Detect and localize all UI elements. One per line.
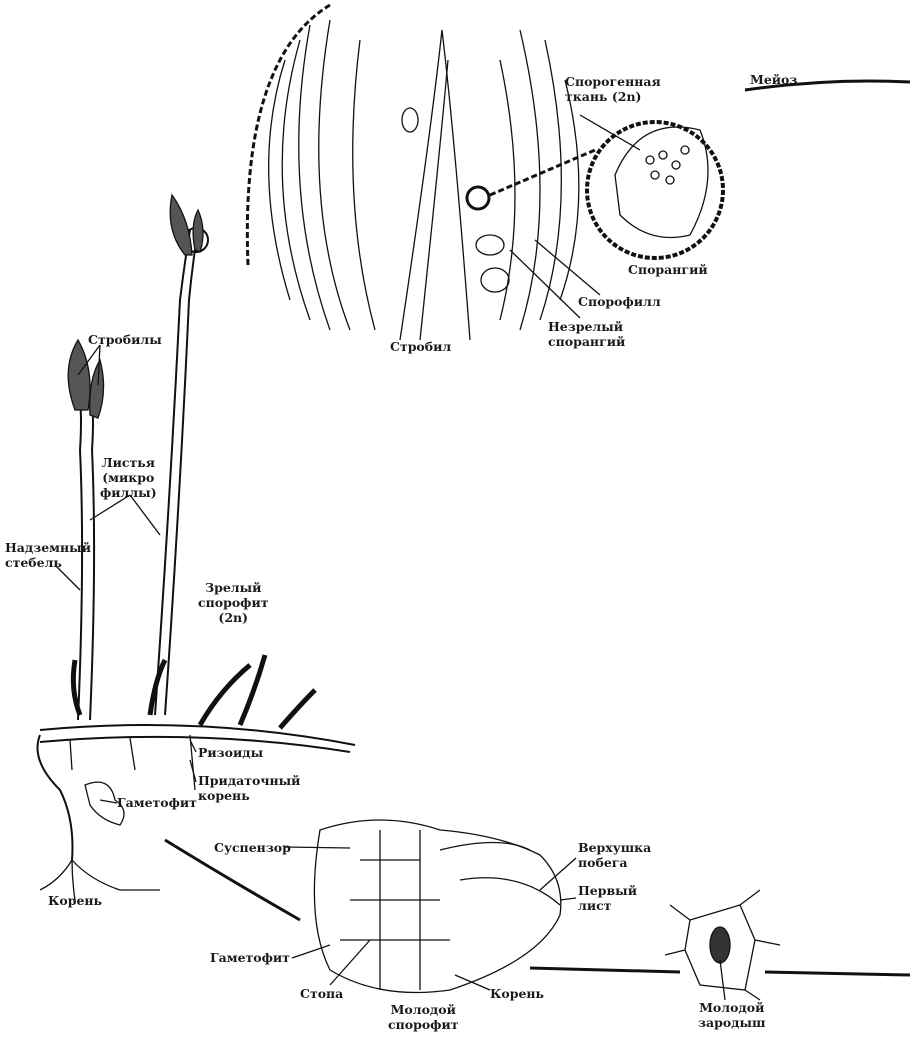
stem-right	[154, 229, 191, 716]
label-line: филлы)	[100, 485, 157, 500]
label-line: зародыш	[698, 1015, 766, 1030]
arrow-to-plant	[164, 838, 301, 922]
label-line: спорангий	[548, 334, 626, 349]
label-root-left: Корень	[48, 893, 103, 908]
label-line: Зрелый	[205, 580, 262, 595]
label-gametophyte-bottom: Гаметофит	[210, 950, 290, 965]
label-meiosis: Мейоз	[750, 72, 798, 87]
arrow-to-young-sporophyte	[529, 966, 681, 974]
meiosis-arrow	[744, 79, 910, 92]
label-line: Первый	[578, 883, 637, 898]
young-sporophyte-drawing	[313, 819, 562, 994]
label-sporangium: Спорангий	[628, 262, 708, 277]
label-line: Надземный	[5, 540, 91, 555]
label-line: спорофит	[198, 595, 269, 610]
label-line: спорофит	[388, 1017, 459, 1032]
label-line: Придаточный	[198, 773, 301, 788]
label-line: (микро	[102, 470, 155, 485]
label-foot: Стопа	[300, 986, 344, 1001]
arrow-to-embryo	[764, 970, 910, 977]
label-line: корень	[198, 788, 250, 803]
label-line: Молодой	[699, 1000, 765, 1015]
label-line: Незрелый	[548, 319, 624, 334]
zoom-arc	[245, 3, 331, 266]
label-line: ткань (2n)	[565, 89, 642, 104]
label-root-bottom: Корень	[490, 986, 545, 1001]
label-line: Листья	[101, 455, 156, 470]
sporangium-zoom-circle	[585, 120, 725, 260]
rhizome	[39, 724, 356, 746]
label-line: (2n)	[218, 610, 249, 625]
label-suspensor: Суспензор	[214, 840, 291, 855]
label-line: лист	[578, 898, 612, 913]
sporangium-marker	[465, 185, 491, 211]
label-strobili: Стробилы	[88, 332, 162, 347]
label-gametophyte-top: Гаметофит	[117, 795, 197, 810]
stem-left	[77, 399, 84, 721]
label-line: Верхушка	[578, 840, 652, 855]
label-rhizoids: Ризоиды	[198, 745, 264, 760]
label-sporophyll: Спорофилл	[578, 294, 661, 309]
label-line: Молодой	[390, 1002, 456, 1017]
label-line: Спорогенная	[565, 74, 661, 89]
label-line: побега	[578, 855, 628, 870]
label-line: стебель	[5, 555, 62, 570]
label-strobilus: Стробил	[390, 339, 452, 354]
